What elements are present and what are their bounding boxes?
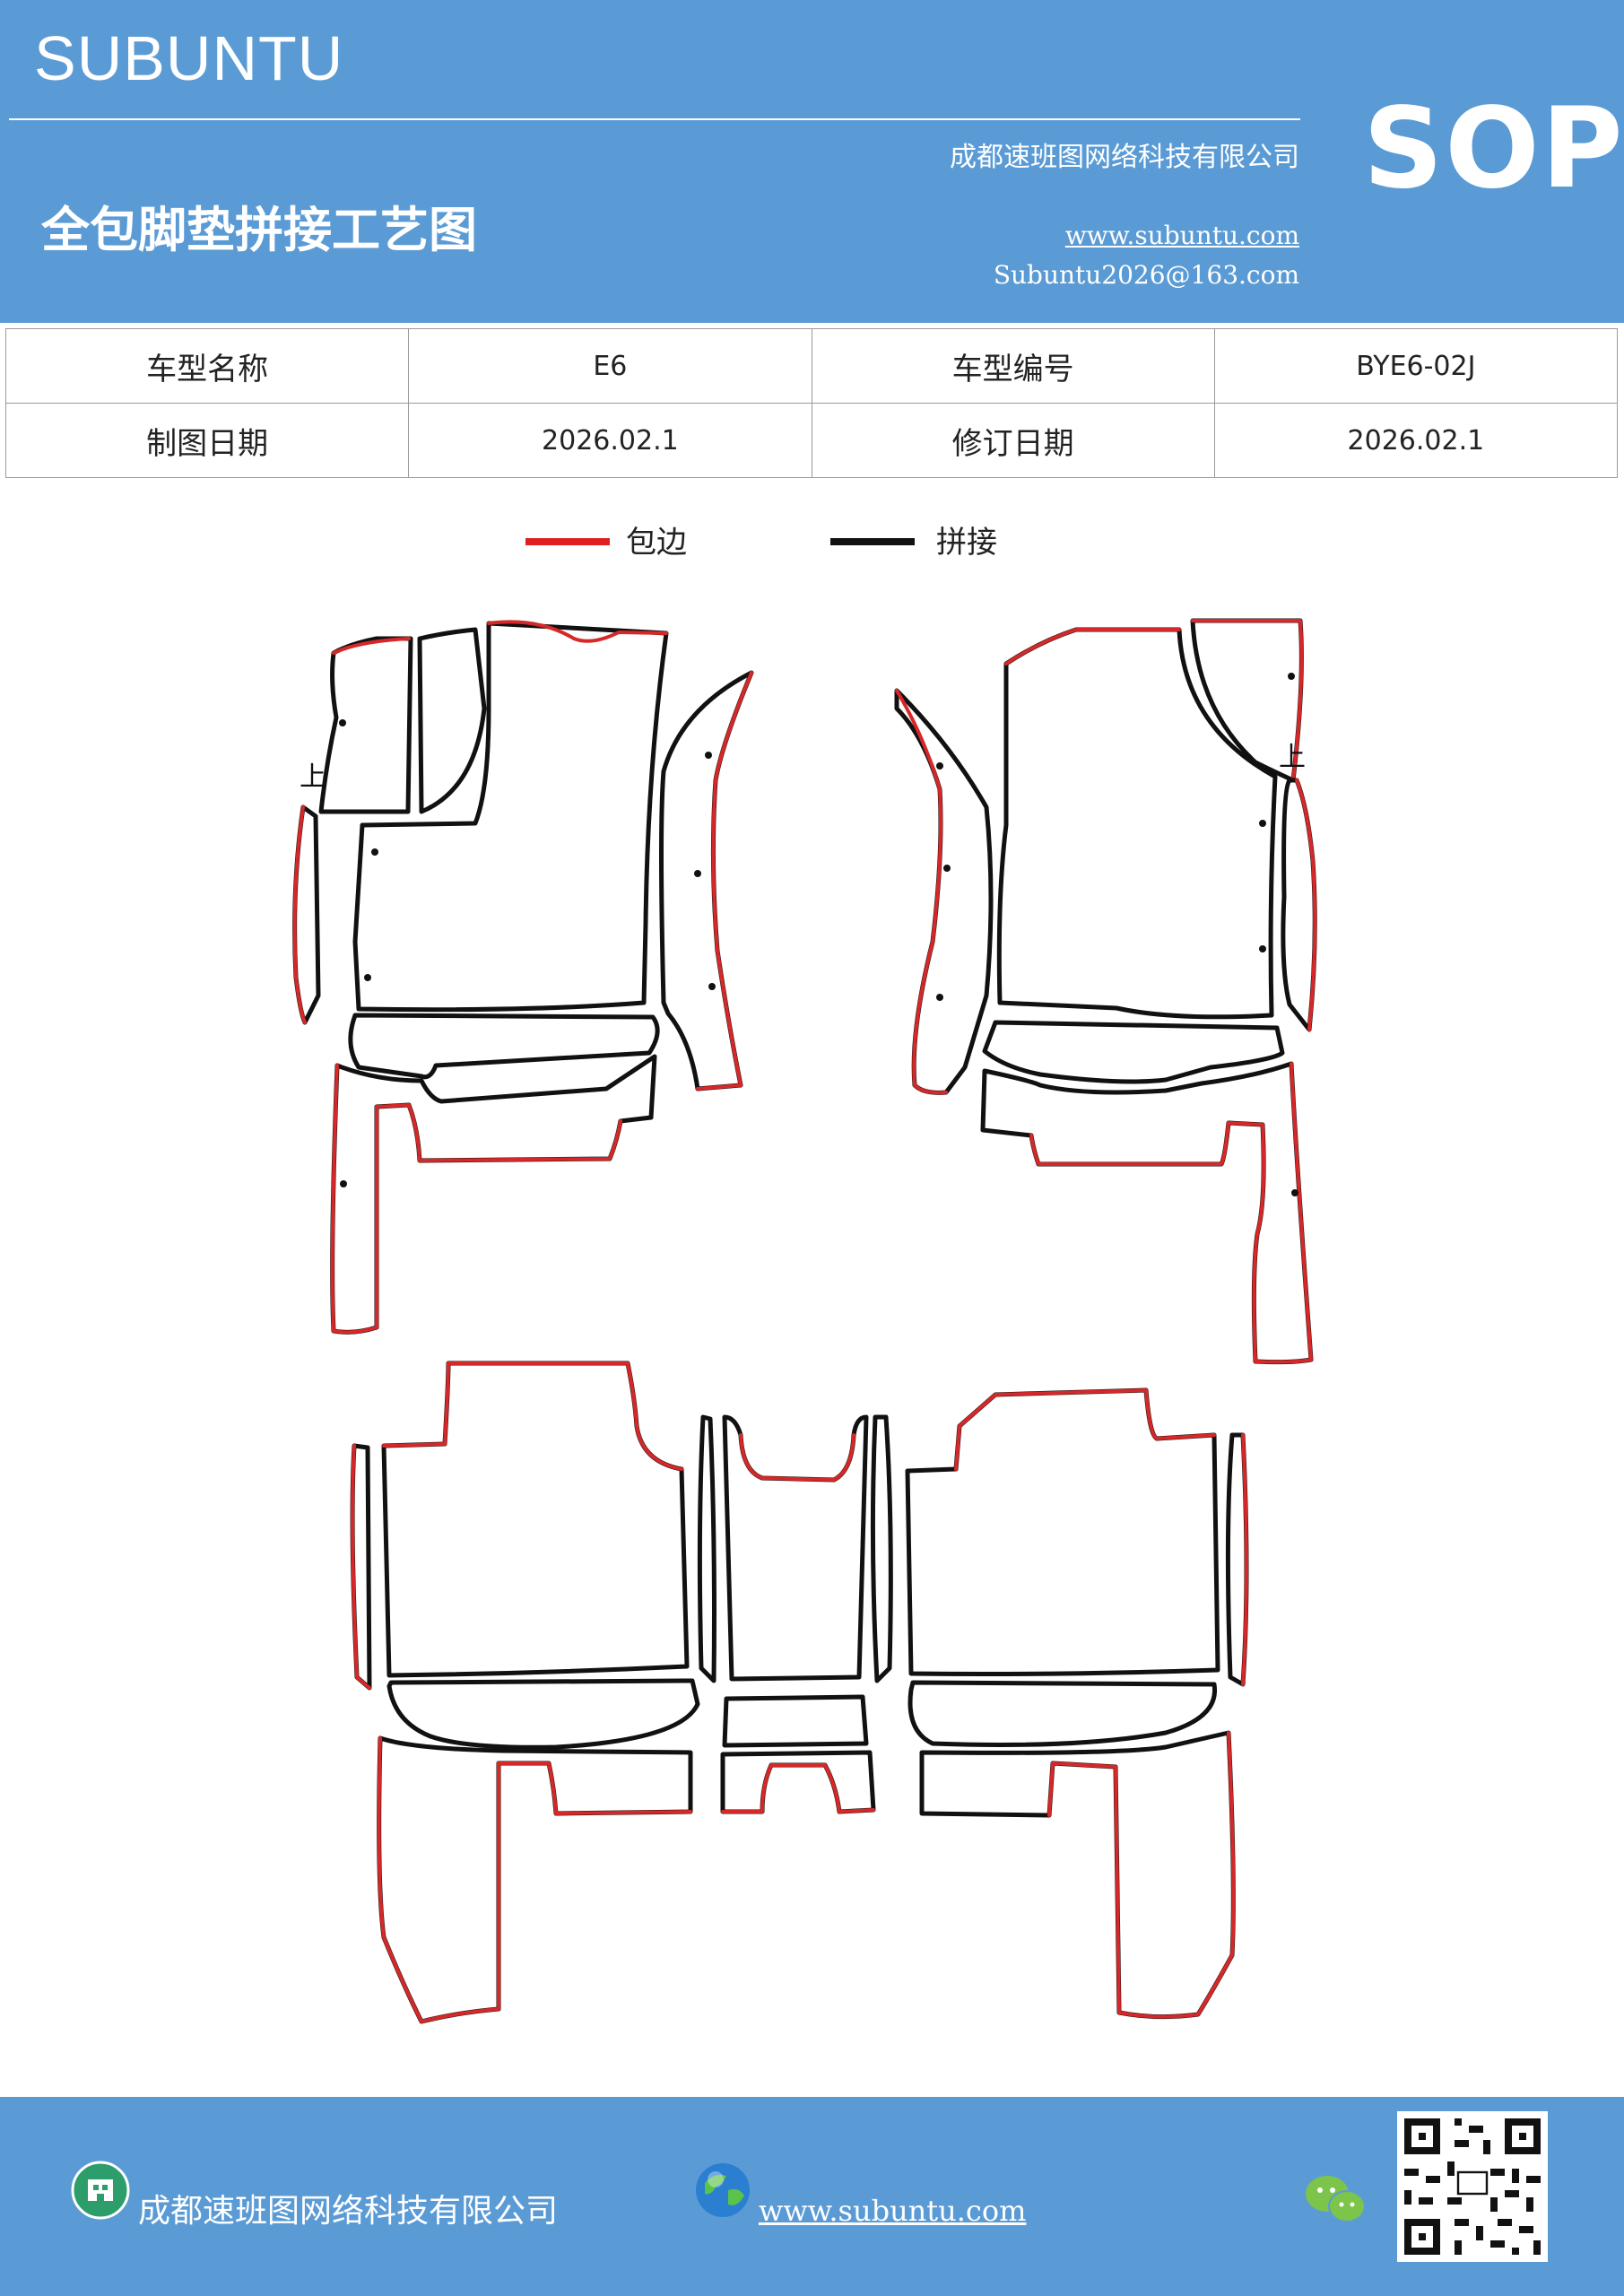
- mounting-hole: [371, 848, 378, 856]
- mat-piece-edge: [895, 689, 948, 1095]
- mat-piece-edge: [739, 1433, 855, 1482]
- revise-date-value: 2026.02.1: [1213, 403, 1619, 478]
- rear-mat-group: [350, 1361, 1249, 2024]
- mat-piece-edge: [330, 1064, 622, 1335]
- table-row: 车型名称 E6 车型编号 BYE6-02J: [4, 328, 1619, 404]
- mat-piece: [659, 670, 754, 1091]
- mat-piece: [722, 1694, 869, 1748]
- footer-url-link[interactable]: www.subuntu.com: [759, 2194, 1027, 2228]
- mat-piece-edge: [292, 805, 307, 1024]
- mat-piece-edge: [382, 1361, 683, 1471]
- orientation-marker-left: 上: [300, 761, 326, 793]
- mounting-hole: [708, 983, 716, 990]
- front-left-mat-group: 上: [292, 620, 754, 1335]
- draw-date-value: 2026.02.1: [408, 403, 812, 478]
- legend-edge-label: 包边: [626, 525, 687, 561]
- header-banner: SUBUNTU 成都速班图网络科技有限公司 全包脚垫拼接工艺图 www.subu…: [0, 0, 1624, 323]
- sop-badge: SOP: [1363, 84, 1624, 213]
- mat-piece: [919, 1730, 1236, 2020]
- header-email: Subuntu2026@163.com: [993, 260, 1299, 290]
- mounting-hole: [340, 1180, 347, 1187]
- mat-piece-edge: [1191, 619, 1304, 782]
- mat-piece-edge: [377, 1736, 692, 2023]
- legend-edge-swatch: [525, 538, 610, 545]
- mat-piece: [417, 627, 487, 814]
- mat-piece: [720, 1750, 876, 1814]
- mat-piece: [318, 636, 413, 814]
- orientation-marker-right: 上: [1279, 742, 1306, 773]
- mat-piece-edge: [696, 671, 753, 1091]
- draw-date-label: 制图日期: [4, 403, 410, 478]
- model-code-label: 车型编号: [811, 328, 1215, 404]
- mat-piece-edge: [954, 1388, 1216, 1471]
- mat-piece: [381, 1361, 690, 1678]
- mounting-hole: [694, 870, 701, 877]
- mat-piece: [870, 1414, 893, 1683]
- header-company: 成都速班图网络科技有限公司: [950, 142, 1299, 173]
- mounting-hole: [1291, 1189, 1298, 1196]
- globe-icon: [696, 2163, 750, 2217]
- revise-date-label: 修订日期: [811, 403, 1215, 478]
- mounting-hole: [1259, 820, 1266, 827]
- mat-piece: [348, 1013, 660, 1080]
- brand-name: SUBUNTU: [34, 23, 344, 93]
- footer-banner: 成都速班图网络科技有限公司 www.subuntu.com: [0, 2097, 1624, 2296]
- mat-piece-edge: [351, 1444, 371, 1690]
- mat-piece-edge: [487, 620, 668, 643]
- mounting-hole: [943, 865, 951, 872]
- mat-piece: [386, 1678, 700, 1750]
- mat-piece: [330, 1054, 657, 1335]
- info-table: 车型名称 E6 车型编号 BYE6-02J 制图日期 2026.02.1 修订日…: [4, 328, 1619, 478]
- company-icon: [71, 2161, 130, 2220]
- mat-piece-edge: [1295, 778, 1317, 1031]
- mat-piece-edge: [721, 1763, 875, 1813]
- mat-piece: [697, 1414, 716, 1683]
- mat-piece: [982, 1020, 1285, 1084]
- model-code-value: BYE6-02J: [1213, 328, 1619, 404]
- header-divider: [9, 118, 1300, 120]
- header-url-link[interactable]: www.subuntu.com: [1064, 221, 1299, 250]
- mat-piece: [908, 1680, 1218, 1747]
- mat-piece: [905, 1387, 1220, 1676]
- mat-piece-edge: [1029, 1062, 1313, 1364]
- table-row: 制图日期 2026.02.1 修订日期 2026.02.1: [4, 403, 1619, 478]
- model-name-label: 车型名称: [4, 328, 410, 404]
- mounting-hole: [705, 752, 712, 759]
- footer-company: 成都速班图网络科技有限公司: [138, 2193, 559, 2230]
- legend-join-swatch: [830, 538, 915, 545]
- mounting-hole: [339, 719, 346, 726]
- qr-code: [1397, 2111, 1548, 2262]
- model-name-value: E6: [408, 328, 812, 404]
- mat-piece: [377, 1735, 693, 2024]
- document-title: 全包脚垫拼接工艺图: [41, 201, 477, 258]
- mat-piece-edge: [332, 637, 411, 655]
- mounting-hole: [1259, 945, 1266, 952]
- mounting-hole: [364, 974, 371, 981]
- mounting-hole: [1288, 673, 1295, 680]
- mat-piece: [894, 688, 994, 1095]
- mat-piece-edge: [1004, 628, 1181, 665]
- mat-piece-edge: [1047, 1731, 1236, 2019]
- mat-piece-edge: [1241, 1433, 1248, 1686]
- front-right-mat-group: 上: [894, 618, 1317, 1365]
- legend-join-label: 拼接: [936, 525, 997, 561]
- wechat-icon: [1306, 2176, 1366, 2222]
- mat-piece: [996, 627, 1278, 1020]
- mat-piece: [1281, 778, 1317, 1032]
- mat-piece: [352, 621, 669, 1013]
- mounting-hole: [936, 994, 943, 1001]
- mounting-hole: [936, 762, 943, 770]
